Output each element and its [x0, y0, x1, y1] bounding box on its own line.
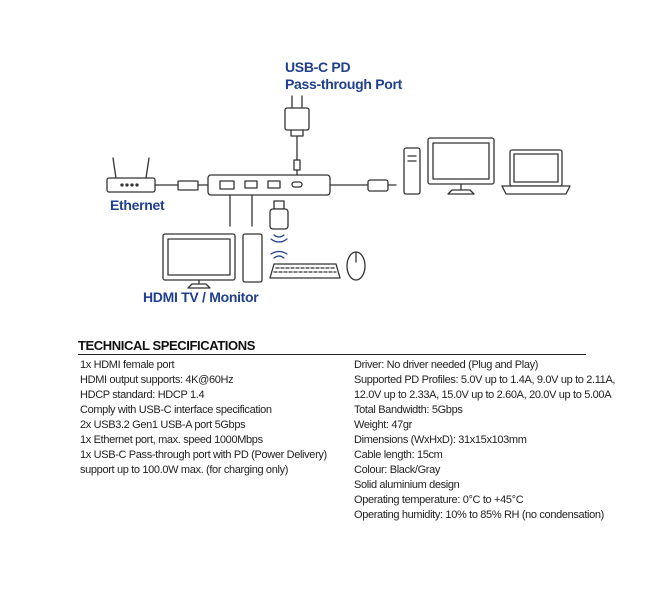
- spec-line: Weight: 47gr: [354, 419, 412, 431]
- spec-line: 2x USB3.2 Gen1 USB-A port 5Gbps: [80, 419, 246, 431]
- spec-line: 12.0V up to 2.33A, 15.0V up to 2.60A, 20…: [354, 389, 612, 401]
- spec-line: Cable length: 15cm: [354, 449, 443, 461]
- spec-line: support up to 100.0W max. (for charging …: [80, 464, 289, 476]
- mouse-icon: [346, 251, 366, 281]
- spec-line: 1x HDMI female port: [80, 359, 175, 371]
- spec-line: Operating humidity: 10% to 85% RH (no co…: [354, 509, 604, 521]
- usb-drive-icon: [269, 200, 289, 230]
- spec-line: Operating temperature: 0°C to +45°C: [354, 494, 524, 506]
- laptop-icon: [501, 149, 571, 195]
- pd-label-line2: Pass-through Port: [285, 76, 403, 92]
- pc-tower-icon: [403, 147, 421, 195]
- connection-diagram: [106, 95, 571, 289]
- phone-icon: [242, 233, 263, 283]
- specs-left-column: 1x HDMI female port HDMI output supports…: [80, 358, 340, 478]
- spec-line: Colour: Black/Gray: [354, 464, 441, 476]
- router-icon: [106, 157, 156, 193]
- spec-line: Comply with USB-C interface specificatio…: [80, 404, 272, 416]
- hub-icon: [207, 174, 397, 196]
- specs-right-column: Driver: No driver needed (Plug and Play)…: [354, 358, 616, 523]
- monitor-icon: [427, 137, 495, 195]
- specs-divider: [78, 354, 586, 355]
- spec-line: 1x USB-C Pass-through port with PD (Powe…: [80, 449, 327, 461]
- tv-icon: [162, 233, 236, 289]
- spec-line: Driver: No driver needed (Plug and Play): [354, 359, 539, 371]
- spec-line: 1x Ethernet port, max. speed 1000Mbps: [80, 434, 263, 446]
- spec-line: HDCP standard: HDCP 1.4: [80, 389, 205, 401]
- spec-line: Supported PD Profiles: 5.0V up to 1.4A, …: [354, 374, 616, 386]
- usb-cable-icon: [154, 180, 209, 191]
- spec-line: Total Bandwidth: 5Gbps: [354, 404, 463, 416]
- hdmi-label: HDMI TV / Monitor: [143, 289, 259, 305]
- keyboard-icon: [269, 263, 341, 279]
- spec-line: HDMI output supports: 4K@60Hz: [80, 374, 234, 386]
- ethernet-label: Ethernet: [110, 197, 165, 213]
- spec-line: Dimensions (WxHxD): 31x15x103mm: [354, 434, 527, 446]
- wireless-signal-icon: [270, 234, 288, 259]
- pd-label-line1: USB-C PD: [285, 59, 351, 75]
- spec-line: Solid aluminium design: [354, 479, 460, 491]
- specs-title: TECHNICAL SPECIFICATIONS: [78, 338, 255, 353]
- ac-adapter-icon: [284, 95, 310, 176]
